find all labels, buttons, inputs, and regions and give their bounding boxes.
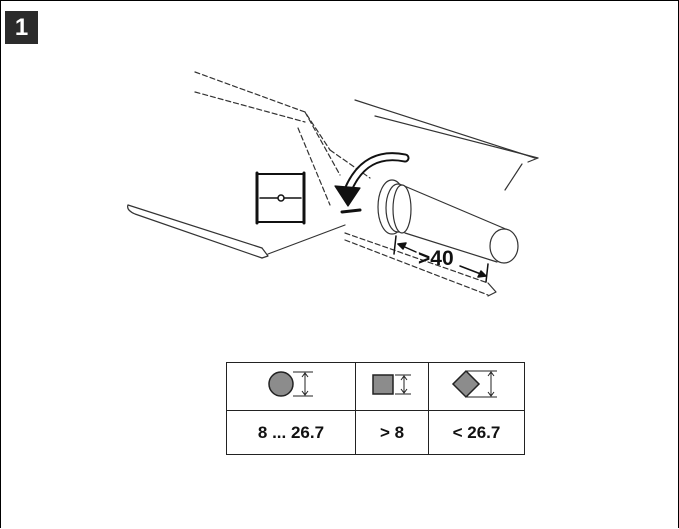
round-size-value: 8 ... 26.7: [226, 410, 356, 455]
square-size-value: > 8: [355, 410, 429, 455]
step-number: 1: [14, 13, 29, 41]
trench-lower-dashed: [297, 127, 489, 296]
trench-back-dashed: [194, 71, 371, 179]
size-table: 8 ... 26.7 > 8 < 26.7: [226, 362, 525, 455]
diamond-section-icon: [451, 369, 497, 399]
round-section-icon: [268, 371, 313, 397]
step-number-badge: 1: [5, 11, 38, 44]
square-section-icon: [372, 374, 411, 395]
trench-end-tip: [487, 282, 497, 297]
pipe-icon: [377, 179, 519, 264]
depth-dimension: [393, 235, 489, 283]
trench-right-edges: [354, 99, 539, 191]
diamond-size-value: < 26.7: [428, 410, 525, 455]
rebar-anchor-icon: [255, 171, 306, 225]
table-cell: [226, 362, 356, 411]
trench-left-edges: [127, 204, 346, 259]
table-row: 8 ... 26.7 > 8 < 26.7: [226, 410, 525, 455]
rotate-arrow-icon: [334, 152, 410, 214]
table-cell: [428, 362, 525, 411]
table-row: [226, 362, 525, 411]
depth-label: >40: [418, 247, 454, 270]
table-cell: [355, 362, 429, 411]
